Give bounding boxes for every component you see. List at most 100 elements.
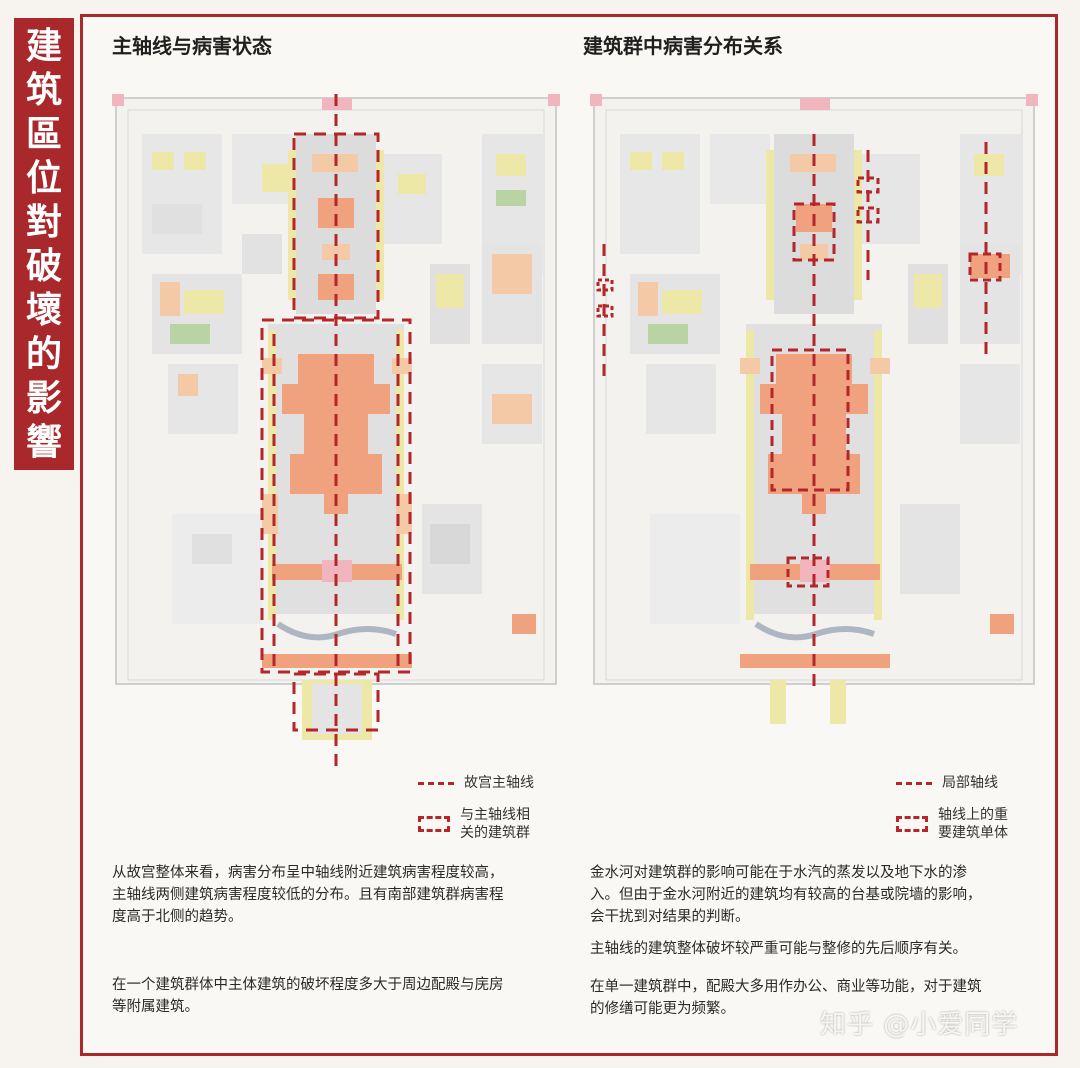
banner-char: 響 — [25, 421, 62, 463]
text-line: 等附属建筑。 — [112, 999, 199, 1015]
side-hall — [262, 358, 282, 374]
building-block — [184, 290, 224, 314]
legend-label-line: 关的建筑群 — [460, 825, 530, 841]
building-block — [974, 154, 1004, 176]
side-hall — [740, 358, 760, 374]
key-building-box — [786, 556, 830, 588]
building-block — [192, 534, 232, 564]
text-line: 主轴线两侧建筑病害程度较低的分布。且有南部建筑群病害程 — [112, 887, 504, 903]
side-hall — [870, 358, 890, 374]
key-building-box — [856, 206, 880, 224]
right-paragraph-3: 在单一建筑群中，配殿大多用作办公、商业等功能，对于建筑 的修缮可能更为频繁。 — [590, 976, 1040, 1020]
building-block — [178, 374, 198, 396]
left-panel-title: 主轴线与病害状态 — [112, 34, 272, 58]
side-hall — [396, 494, 412, 534]
corridor — [396, 330, 404, 620]
legend-label: 故宫主轴线 — [464, 775, 534, 791]
building-block — [630, 152, 652, 170]
east-courtyard-1 — [860, 154, 920, 244]
jinshui-river — [754, 621, 876, 641]
text-line: 从故宫整体来看，病害分布呈中轴线附近建筑病害程度较高， — [112, 865, 504, 881]
building-block — [152, 152, 174, 170]
legend-label-line: 要建筑单体 — [938, 825, 1008, 841]
key-building-box — [596, 278, 614, 292]
building-block — [184, 152, 206, 170]
text-line: 在单一建筑群中，配殿大多用作办公、商业等功能，对于建筑 — [590, 979, 982, 995]
taihe-gate — [800, 560, 830, 582]
building-block — [170, 324, 210, 344]
legend-row-building: 轴线上的重 要建筑单体 — [896, 806, 1008, 842]
left-legend: 故宫主轴线 与主轴线相 关的建筑群 — [418, 774, 534, 856]
corridor — [746, 330, 754, 620]
banner-char: 對 — [25, 201, 62, 243]
side-hall — [262, 494, 278, 534]
left-paragraph-2: 在一个建筑群体中主体建筑的破坏程度多大于周边配殿与庑房 等附属建筑。 — [112, 974, 572, 1018]
north-gate — [800, 98, 830, 110]
building-block — [662, 290, 702, 314]
corridor — [288, 150, 296, 300]
corridor — [268, 330, 276, 620]
text-line: 主轴线的建筑整体破坏较严重可能与整修的先后顺序有关。 — [590, 941, 967, 957]
building-block — [152, 204, 202, 234]
legend-row-group: 与主轴线相 关的建筑群 — [418, 806, 534, 842]
vertical-title-banner: 建筑區位對破壞的影響 — [14, 18, 74, 470]
banner-char: 位 — [25, 157, 62, 199]
building-block — [512, 394, 532, 424]
building-block — [638, 282, 658, 316]
corner-tower — [590, 94, 602, 106]
corridor — [766, 150, 774, 300]
jinshui-river — [276, 621, 398, 641]
text-line: 在一个建筑群体中主体建筑的破坏程度多大于周边配殿与庑房 — [112, 977, 504, 993]
legend-dash-line — [896, 781, 932, 785]
building-block — [262, 164, 290, 192]
corridor — [376, 150, 384, 300]
building-block — [512, 614, 536, 634]
legend-dash-box — [418, 816, 450, 832]
building-block — [914, 274, 942, 308]
hall-block — [800, 244, 828, 260]
legend-row-axis: 局部轴线 — [896, 774, 1008, 792]
right-paragraph-1: 金水河对建筑群的影响可能在于水汽的蒸发以及地下水的渗 入。但由于金水河附近的建筑… — [590, 862, 1040, 928]
right-legend: 局部轴线 轴线上的重 要建筑单体 — [896, 774, 1008, 856]
building-block — [496, 190, 526, 206]
banner-char: 破 — [25, 245, 62, 287]
building-block — [496, 154, 526, 176]
text-line: 的修缮可能更为频繁。 — [590, 1001, 735, 1017]
legend-label-line: 轴线上的重 — [938, 807, 1008, 823]
text-line: 金水河对建筑群的影响可能在于水汽的蒸发以及地下水的渗 — [590, 865, 967, 881]
key-building-box — [856, 176, 880, 194]
banner-char: 建 — [25, 25, 62, 67]
south-approach — [770, 680, 786, 724]
legend-dash-box — [896, 816, 928, 832]
corner-tower — [112, 94, 124, 106]
left-paragraph-1: 从故宫整体来看，病害分布呈中轴线附近建筑病害程度较高， 主轴线两侧建筑病害程度较… — [112, 862, 572, 928]
legend-label-line: 与主轴线相 — [460, 807, 530, 823]
building-block — [662, 152, 684, 170]
east-courtyard-5 — [960, 364, 1020, 444]
legend-dash-line — [418, 781, 454, 785]
banner-char: 影 — [25, 377, 62, 419]
zhihu-watermark: 知乎 @小爱同学 — [820, 1010, 1019, 1040]
south-approach-inner — [312, 684, 362, 734]
banner-char: 區 — [25, 113, 62, 155]
key-building-box — [770, 348, 850, 492]
east-courtyard-6 — [900, 504, 960, 594]
corner-tower — [1026, 94, 1038, 106]
right-palace-map — [590, 94, 1038, 724]
banner-char: 的 — [25, 333, 62, 375]
text-line: 度高于北侧的趋势。 — [112, 909, 243, 925]
hall-block — [322, 244, 350, 260]
legend-label: 轴线上的重 要建筑单体 — [938, 806, 1008, 842]
legend-label: 局部轴线 — [942, 775, 998, 791]
taihe-gate — [322, 560, 352, 582]
axis-group-box-north — [292, 132, 380, 320]
right-panel-title: 建筑群中病害分布关系 — [583, 34, 783, 58]
building-block — [430, 524, 470, 564]
building-block — [242, 234, 282, 274]
key-building-box — [792, 202, 836, 262]
building-block — [970, 254, 1010, 278]
legend-label: 与主轴线相 关的建筑群 — [460, 806, 530, 842]
axis-group-box-center — [260, 318, 412, 674]
key-building-box — [596, 304, 614, 318]
building-block — [492, 394, 512, 424]
